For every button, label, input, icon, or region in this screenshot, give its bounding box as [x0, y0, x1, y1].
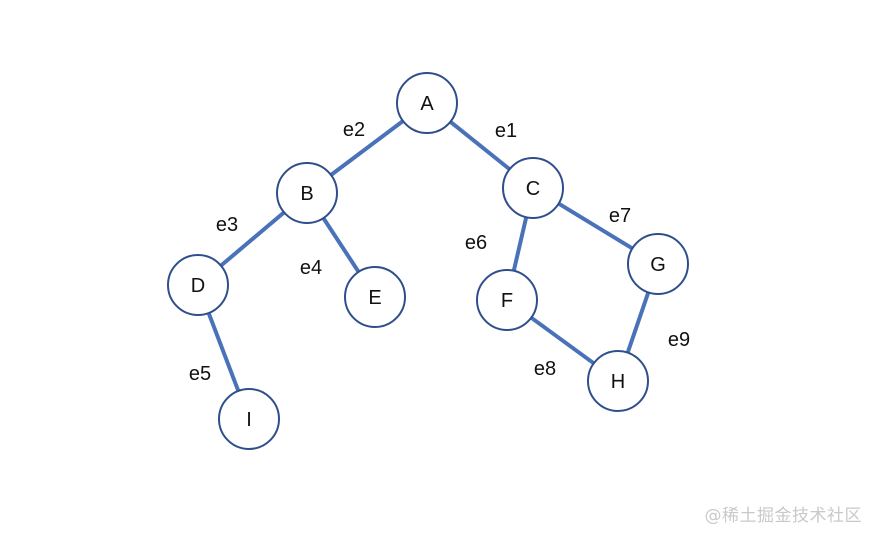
edge-e8-line	[529, 315, 596, 366]
edge-e1-line	[448, 119, 512, 172]
edge-label-e8: e8	[534, 358, 556, 380]
edge-e2-line	[329, 119, 405, 177]
edge-e7-line	[556, 201, 635, 251]
node-H-label: H	[611, 371, 625, 393]
node-E: E	[344, 266, 406, 328]
edges-layer	[206, 119, 651, 393]
node-F-label: F	[501, 290, 513, 312]
edge-label-e5: e5	[189, 363, 211, 385]
node-E-label: E	[368, 287, 381, 309]
node-C-circle	[502, 157, 564, 219]
edge-e3-line	[218, 210, 287, 268]
edge-labels-layer: e1 e2 e3 e4 e5 e6 e7 e8 e9	[189, 119, 690, 385]
node-B-circle	[276, 162, 338, 224]
node-G-circle	[627, 233, 689, 295]
edge-e6-line	[511, 215, 529, 273]
edge-e9-line	[625, 290, 651, 355]
node-B-label: B	[300, 183, 313, 205]
node-I-circle	[218, 388, 280, 450]
edge-label-e1: e1	[495, 120, 517, 142]
node-E-circle	[344, 266, 406, 328]
node-I: I	[218, 388, 280, 450]
node-D-circle	[167, 254, 229, 316]
edge-label-e7: e7	[609, 205, 631, 227]
watermark-text: @稀土掘金技术社区	[704, 506, 862, 526]
node-D-label: D	[191, 275, 205, 297]
edge-e5-line	[206, 311, 241, 393]
node-A: A	[396, 72, 458, 134]
edge-label-e3: e3	[216, 214, 238, 236]
node-F: F	[476, 269, 538, 331]
node-A-label: A	[420, 93, 434, 115]
node-F-circle	[476, 269, 538, 331]
node-I-label: I	[246, 409, 252, 431]
edge-label-e6: e6	[465, 232, 487, 254]
edge-label-e2: e2	[343, 119, 365, 141]
node-H-circle	[587, 350, 649, 412]
edge-label-e4: e4	[300, 257, 322, 279]
node-A-circle	[396, 72, 458, 134]
node-C-label: C	[526, 178, 540, 200]
node-G-label: G	[650, 254, 666, 276]
node-C: C	[502, 157, 564, 219]
node-G: G	[627, 233, 689, 295]
node-D: D	[167, 254, 229, 316]
node-H: H	[587, 350, 649, 412]
edge-label-e9: e9	[668, 329, 690, 351]
node-B: B	[276, 162, 338, 224]
edge-e4-line	[321, 216, 361, 274]
nodes-layer: A B C D E F G H I	[167, 72, 689, 450]
